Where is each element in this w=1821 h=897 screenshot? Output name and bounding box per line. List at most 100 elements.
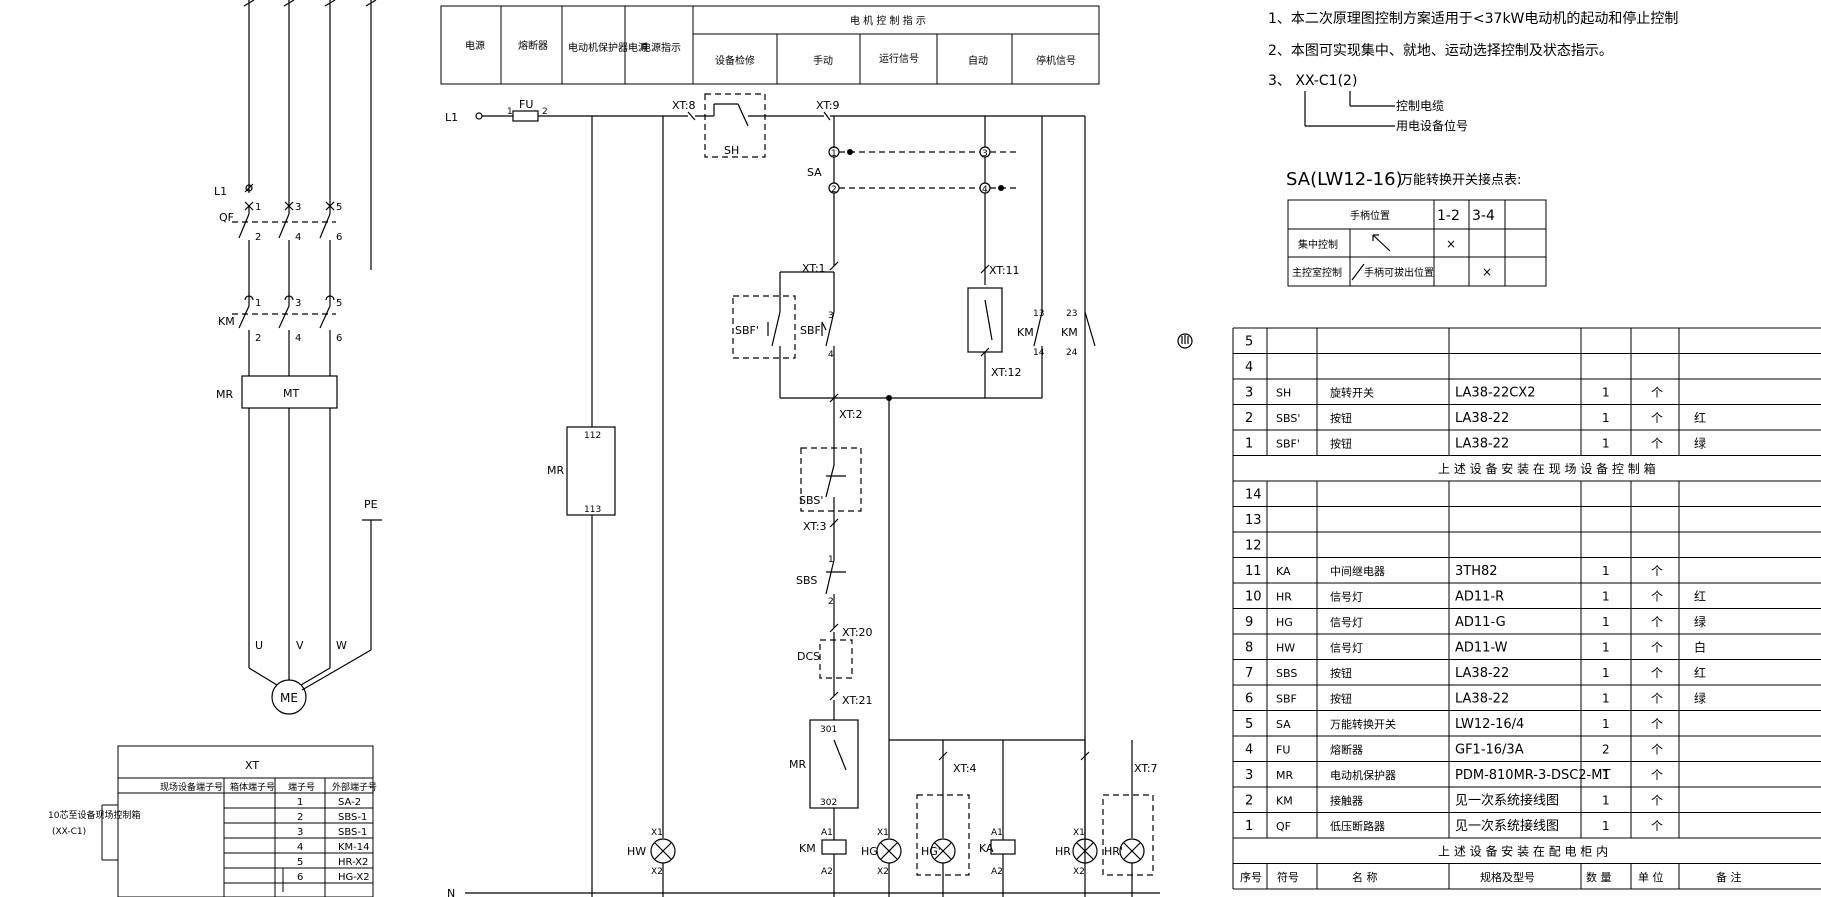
svg-text:4: 4 bbox=[295, 333, 301, 344]
bom-name: 按钮 bbox=[1330, 666, 1352, 680]
svg-text:XT:4: XT:4 bbox=[953, 762, 977, 775]
function-header-table: 电源 熔断器 电动机保护器电源 电源指示 电 机 控 制 指 示 设备检修 手动… bbox=[440, 5, 1100, 85]
bom-quantity: 1 bbox=[1602, 615, 1610, 629]
svg-text:控制电缆: 控制电缆 bbox=[1396, 99, 1444, 113]
bom-name: 万能转换开关 bbox=[1330, 717, 1396, 731]
svg-text:4: 4 bbox=[828, 350, 834, 360]
bom-model: AD11-W bbox=[1455, 640, 1508, 655]
svg-text:X1: X1 bbox=[651, 828, 663, 838]
bom-symbol: SBF' bbox=[1276, 437, 1300, 450]
bom-model: LA38-22 bbox=[1455, 691, 1509, 706]
svg-text:SBF': SBF' bbox=[735, 324, 759, 337]
note-1: 1、本二次原理图控制方案适用于<37kW电动机的起动和停止控制 bbox=[1268, 10, 1678, 27]
main-power-circuit bbox=[232, 0, 382, 715]
svg-text:SBS': SBS' bbox=[799, 494, 823, 507]
svg-text:XT:11: XT:11 bbox=[989, 264, 1020, 277]
bom-note: 绿 bbox=[1694, 690, 1706, 705]
bom-unit: 个 bbox=[1651, 819, 1663, 833]
svg-text:112: 112 bbox=[584, 431, 601, 441]
bom-header-cell: 备 注 bbox=[1716, 870, 1742, 884]
bom-model: LA38-22 bbox=[1455, 666, 1509, 681]
bom-model: LA38-22 bbox=[1455, 411, 1509, 426]
bom-index: 4 bbox=[1245, 360, 1253, 375]
bom-index: 8 bbox=[1245, 640, 1253, 655]
bom-symbol: QF bbox=[1276, 820, 1291, 833]
svg-text:A1: A1 bbox=[821, 828, 833, 838]
svg-text:XT:8: XT:8 bbox=[672, 99, 696, 112]
bom-index: 5 bbox=[1245, 334, 1253, 349]
svg-text:XT:20: XT:20 bbox=[842, 626, 873, 639]
bom-model: PDM-810MR-3-DSC2-MT bbox=[1455, 768, 1610, 783]
bom-index: 10 bbox=[1245, 589, 1262, 604]
control-circuit bbox=[465, 93, 1160, 897]
svg-text:HR': HR' bbox=[1104, 845, 1123, 858]
svg-text:A1: A1 bbox=[991, 828, 1003, 838]
bom-header-cell: 单 位 bbox=[1638, 870, 1664, 884]
bom-unit: 个 bbox=[1651, 691, 1663, 705]
bom-model: 见一次系统接线图 bbox=[1455, 818, 1559, 834]
bom-index: 4 bbox=[1245, 742, 1253, 757]
bom-model: AD11-G bbox=[1455, 615, 1506, 630]
bom-symbol: HG bbox=[1276, 616, 1293, 629]
svg-text:XT:7: XT:7 bbox=[1134, 762, 1158, 775]
svg-text:电源: 电源 bbox=[465, 39, 485, 52]
xt-external-terminal: SBS-1 bbox=[338, 827, 367, 838]
bom-model: GF1-16/3A bbox=[1455, 742, 1524, 757]
bom-quantity: 1 bbox=[1602, 768, 1610, 782]
bom-index: 5 bbox=[1245, 717, 1253, 732]
bom-unit: 个 bbox=[1651, 742, 1663, 756]
bom-index: 3 bbox=[1245, 768, 1253, 783]
svg-text:MR: MR bbox=[789, 758, 806, 771]
bom-header-cell: 数 量 bbox=[1586, 871, 1612, 884]
bom-quantity: 1 bbox=[1602, 564, 1610, 578]
svg-text:U: U bbox=[255, 639, 263, 652]
svg-text:手柄可拔出位置: 手柄可拔出位置 bbox=[1364, 266, 1434, 279]
svg-text:1: 1 bbox=[507, 107, 513, 117]
bom-model: LA38-22CX2 bbox=[1455, 385, 1535, 400]
hand-cursor-icon bbox=[1177, 333, 1193, 349]
bom-index: 1 bbox=[1245, 436, 1253, 451]
bom-symbol: FU bbox=[1276, 743, 1290, 756]
svg-text:1: 1 bbox=[831, 149, 837, 159]
svg-text:L1: L1 bbox=[214, 185, 227, 198]
svg-text:2: 2 bbox=[255, 232, 261, 243]
bom-model: LW12-16/4 bbox=[1455, 717, 1524, 732]
svg-text:手动: 手动 bbox=[813, 54, 833, 67]
svg-text:5: 5 bbox=[336, 202, 342, 213]
svg-text:3-4: 3-4 bbox=[1472, 208, 1495, 224]
bom-symbol: SBS bbox=[1276, 667, 1297, 680]
bom-caption: 上 述 设 备 安 装 在 现 场 设 备 控 制 箱 bbox=[1438, 461, 1656, 476]
svg-text:2: 2 bbox=[255, 333, 261, 344]
svg-text:4: 4 bbox=[982, 185, 988, 195]
svg-text:1-2: 1-2 bbox=[1437, 208, 1460, 224]
svg-text:停机信号: 停机信号 bbox=[1036, 54, 1076, 67]
bom-symbol: HR bbox=[1276, 590, 1292, 603]
bom-quantity: 1 bbox=[1602, 819, 1610, 833]
control-circuit-labels: L1 N FU 1 2 SH SA XT:8 XT:9 XT:1 XT:11 X… bbox=[445, 98, 1158, 897]
bom-quantity: 2 bbox=[1602, 742, 1610, 756]
svg-text:MR: MR bbox=[216, 388, 233, 401]
bom-unit: 个 bbox=[1651, 793, 1663, 807]
svg-text:电动机保护器电源: 电动机保护器电源 bbox=[568, 41, 648, 54]
svg-text:SA: SA bbox=[807, 166, 822, 179]
svg-text:2: 2 bbox=[828, 597, 834, 607]
svg-text:XT:9: XT:9 bbox=[816, 99, 840, 112]
bom-symbol: KM bbox=[1276, 794, 1293, 807]
design-notes: 1、本二次原理图控制方案适用于<37kW电动机的起动和停止控制 2、本图可实现集… bbox=[1268, 10, 1678, 133]
bom-model: 见一次系统接线图 bbox=[1455, 792, 1559, 808]
bom-name: 按钮 bbox=[1330, 411, 1352, 425]
bom-header-cell: 规格及型号 bbox=[1480, 870, 1535, 884]
svg-text:3: 3 bbox=[295, 202, 301, 213]
bom-unit: 个 bbox=[1651, 615, 1663, 629]
bom-name: 接触器 bbox=[1330, 793, 1363, 807]
bom-note: 白 bbox=[1694, 639, 1706, 654]
xt-terminal-number: 6 bbox=[297, 872, 303, 883]
svg-text:3: 3 bbox=[982, 149, 988, 159]
svg-text:HG': HG' bbox=[921, 845, 941, 858]
bom-quantity: 1 bbox=[1602, 411, 1610, 425]
svg-text:1: 1 bbox=[255, 298, 261, 309]
svg-text:6: 6 bbox=[336, 333, 342, 344]
svg-text:手柄位置: 手柄位置 bbox=[1350, 209, 1390, 222]
